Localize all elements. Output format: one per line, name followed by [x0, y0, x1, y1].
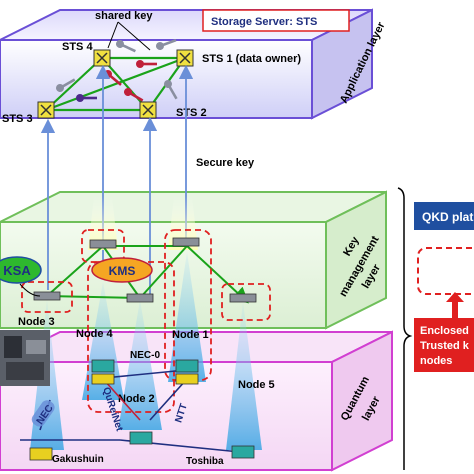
legend-brace	[397, 187, 413, 470]
light-beams	[88, 196, 198, 250]
qkd-device	[175, 373, 199, 385]
key-icon	[164, 80, 178, 100]
shared-key-label: shared key	[95, 10, 153, 22]
key-icon	[116, 40, 136, 53]
enclosed-legend-box	[414, 318, 474, 372]
qkd-device	[231, 445, 255, 459]
node5-label: Node 5	[238, 379, 275, 391]
kms-node-box	[229, 293, 257, 303]
ksa-ellipse	[0, 256, 42, 284]
sts3-label: STS 3	[2, 113, 33, 125]
sts1-server-icon	[176, 49, 194, 67]
nec0-label: NEC-0	[130, 350, 160, 361]
kms-node-box	[33, 291, 61, 301]
lab-photo	[0, 330, 50, 386]
ksa-label: KSA	[3, 263, 31, 278]
shared-key-pointers	[107, 21, 151, 51]
kms-node-boxes	[33, 237, 257, 303]
kms-label: KMS	[109, 264, 136, 278]
enclosed-label-2: Trusted k	[420, 340, 470, 352]
sts2-server-icon	[139, 101, 157, 119]
kms-node-box	[89, 239, 117, 249]
key-icon	[76, 94, 97, 102]
sts2-label: STS 2	[176, 107, 207, 119]
trusted-node-legend-box	[417, 247, 474, 295]
sts3-server-icon	[37, 101, 55, 119]
qkd-device	[91, 373, 115, 385]
kms-node-box	[172, 237, 200, 247]
qkd-devices	[29, 359, 255, 461]
key-icon	[136, 60, 157, 68]
sts1-label: STS 1 (data owner)	[202, 53, 301, 65]
enclosed-label-3: nodes	[420, 355, 452, 367]
storage-server-legend-text: Storage Server: STS	[211, 16, 317, 28]
sts4-server-icon	[93, 49, 111, 67]
toshiba-label: Toshiba	[186, 456, 224, 467]
key-icon	[156, 38, 177, 50]
kms-ellipse	[91, 257, 153, 283]
qkd-device	[175, 359, 199, 373]
kms-node-box	[126, 293, 154, 303]
secure-key-label: Secure key	[196, 157, 255, 169]
nec-badge	[31, 400, 55, 427]
key-icon	[56, 78, 76, 92]
gakushuin-label: Gakushuin	[52, 454, 104, 465]
storage-server-legend	[202, 9, 350, 32]
qkd-platform-label: QKD plat	[422, 210, 473, 224]
node1-label: Node 1	[172, 329, 209, 341]
qkd-device	[29, 447, 53, 461]
ksa-arrow	[19, 283, 41, 297]
qkd-device	[91, 359, 115, 373]
sts4-label: STS 4	[62, 41, 93, 53]
qkd-platform-box	[414, 202, 474, 230]
up-arrow-icon	[446, 292, 464, 320]
key-icon	[124, 88, 144, 102]
enclosed-label-1: Enclosed	[420, 325, 469, 337]
sts-server-icons	[37, 49, 194, 119]
node2-label: Node 2	[118, 393, 155, 405]
node3-label: Node 3	[18, 316, 55, 328]
qkd-device	[129, 431, 153, 445]
node4-label: Node 4	[76, 328, 114, 340]
